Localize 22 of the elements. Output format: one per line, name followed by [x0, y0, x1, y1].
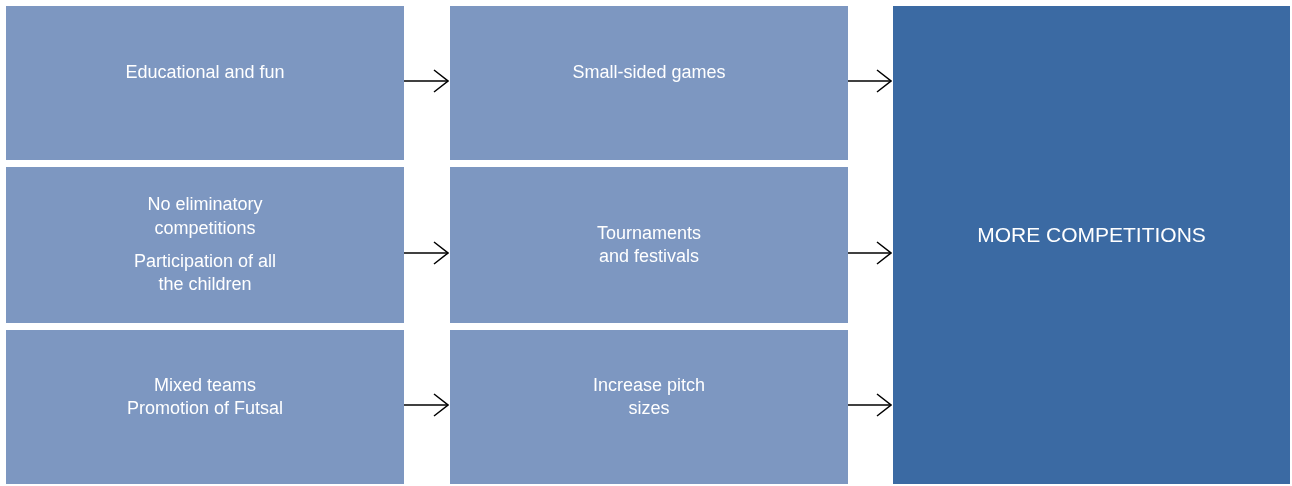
- arrow: [847, 241, 892, 265]
- arrow: [847, 393, 892, 417]
- process-box: [450, 167, 848, 323]
- arrow: [403, 241, 449, 265]
- box-text: Mixed teams: [153, 373, 256, 397]
- arrow: [847, 69, 892, 93]
- box-text: MORE COMPETITIONS: [977, 222, 1206, 249]
- box-text: Participation of all the children: [132, 250, 278, 297]
- box-text: Tournaments and festivals: [595, 221, 703, 268]
- box-text: No eliminatory competitions: [146, 193, 264, 240]
- process-box: [6, 6, 404, 160]
- process-box: [6, 330, 404, 484]
- box-text: Small-sided games: [572, 61, 726, 85]
- box-text: Promotion of Futsal: [126, 397, 284, 420]
- result-box: [893, 6, 1290, 484]
- process-box: [450, 330, 848, 484]
- process-box: [6, 167, 404, 323]
- process-box: [450, 6, 848, 160]
- box-text: Increase pitch sizes: [591, 373, 707, 420]
- box-text: Educational and fun: [125, 61, 285, 85]
- arrow: [403, 69, 449, 93]
- arrow: [403, 393, 449, 417]
